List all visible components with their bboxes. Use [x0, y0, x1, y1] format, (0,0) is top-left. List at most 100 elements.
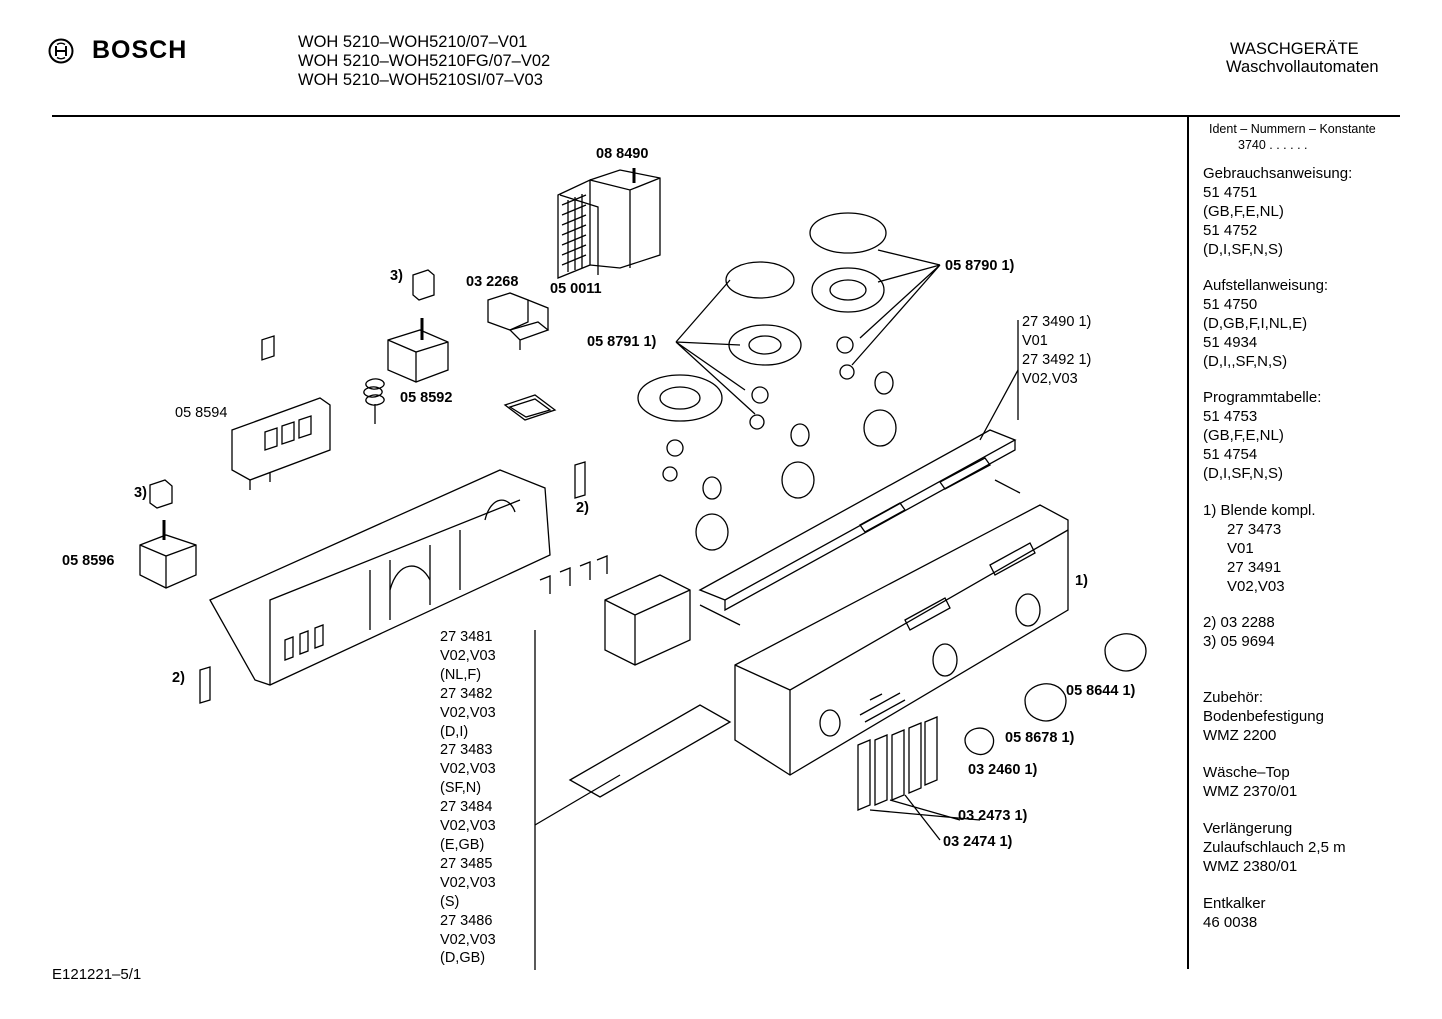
- section-title: Aufstellanweisung:: [1203, 277, 1329, 294]
- ref-note-panel: 1): [1075, 573, 1088, 589]
- section-line: WMZ 2200: [1203, 727, 1277, 744]
- variant-line: V02,V03: [440, 704, 496, 721]
- variant-line: 27 3484: [440, 799, 493, 816]
- variant-line: 27 3485: [440, 855, 493, 872]
- model-line: WOH 5210–WOH5210SI/07–V03: [298, 71, 543, 89]
- section-line: WMZ 2380/01: [1203, 858, 1298, 875]
- ref-note-clip: 2): [576, 500, 589, 516]
- foil-variant-list: 27 3481 V02,V03 (NL,F) 27 3482 V02,V03 (…: [440, 628, 496, 968]
- part-number-knob-cap-top: 05 8790 1): [945, 258, 1015, 274]
- part-number-rotary: 05 8596: [62, 553, 115, 569]
- sidebar-section-descaler: Entkalker 46 0038: [1203, 894, 1266, 932]
- brand-name: BOSCH: [92, 36, 188, 64]
- section-line: Zulaufschlauch 2,5 m: [1203, 839, 1346, 856]
- section-line: 27 3473: [1227, 521, 1282, 538]
- ref-note-cap: 3): [134, 485, 147, 501]
- clip-drawing: [199, 461, 586, 704]
- section-title: Programmtabelle:: [1203, 389, 1322, 406]
- section-line: 51 4754: [1203, 446, 1258, 463]
- variant-line: V02,V03: [1022, 370, 1078, 387]
- foil-sheet-drawing: [568, 704, 732, 798]
- program-timer-drawing: [557, 168, 661, 279]
- section-line: 3) 05 9694: [1203, 633, 1275, 650]
- variant-line: (NL,F): [440, 666, 482, 683]
- section-line: (GB,F,E,NL): [1203, 427, 1284, 444]
- part-number-connector: 03 2268: [466, 274, 519, 290]
- section-line: (D,I,SF,N,S): [1203, 241, 1284, 258]
- rotary-switch-drawing: [139, 479, 197, 589]
- bosch-armature-icon: [48, 38, 74, 63]
- model-list: WOH 5210–WOH5210/07–V01 WOH 5210–WOH5210…: [298, 33, 550, 90]
- variant-line: 27 3490 1): [1022, 314, 1092, 330]
- section-title: Entkalker: [1203, 895, 1266, 912]
- sidebar-section-extension: Verlängerung Zulaufschlauch 2,5 m WMZ 23…: [1203, 819, 1346, 876]
- category-subtitle: Waschvollautomaten: [1226, 58, 1379, 76]
- section-line: (GB,F,E,NL): [1203, 203, 1284, 220]
- section-line: 51 4750: [1203, 296, 1258, 313]
- knob-cap-drawing: [412, 269, 435, 301]
- variant-line: V01: [1022, 332, 1048, 349]
- ref-note-cap: 3): [390, 268, 403, 284]
- section-line: 46 0038: [1203, 914, 1258, 931]
- ident-value: 3740 . . . . . .: [1238, 138, 1308, 152]
- part-number-knob-cap-left: 05 8791 1): [587, 334, 657, 350]
- variant-line: V02,V03: [440, 761, 496, 778]
- part-number-timer: 08 8490: [596, 146, 649, 162]
- sidebar-section-top: Wäsche–Top WMZ 2370/01: [1203, 763, 1297, 801]
- model-line: WOH 5210–WOH5210FG/07–V02: [298, 52, 551, 70]
- section-line: Bodenbefestigung: [1203, 708, 1324, 725]
- panel-variant-list: 27 3490 1) V01 27 3492 1) V02,V03: [1022, 313, 1091, 389]
- section-line: 51 4751: [1203, 184, 1258, 201]
- sidebar-divider: [1187, 117, 1189, 969]
- variant-line: 27 3486: [440, 912, 493, 929]
- category-title: WASCHGERÄTE: [1230, 40, 1359, 58]
- section-title: Zubehör:: [1203, 689, 1264, 706]
- part-number-contact-block: 05 0011: [550, 281, 602, 297]
- category-block: WASCHGERÄTE Waschvollautomaten: [1226, 40, 1379, 76]
- section-title: 1) Blende kompl.: [1203, 502, 1316, 519]
- section-line: 51 4752: [1203, 222, 1258, 239]
- selector-switch-drawing: [363, 318, 449, 424]
- control-panel-drawing: [734, 504, 1069, 776]
- section-line: V01: [1227, 540, 1254, 557]
- section-title: Verlängerung: [1203, 820, 1293, 837]
- button-switch-drawing: [604, 574, 691, 666]
- section-title: Gebrauchsanweisung:: [1203, 165, 1353, 182]
- knob-drawing: [1104, 633, 1147, 672]
- sidebar-section-program: Programmtabelle: 51 4753 (GB,F,E,NL) 51 …: [1203, 388, 1321, 483]
- bosch-logo: BOSCH: [48, 36, 187, 65]
- part-number-knob-3: 03 2460 1): [968, 762, 1038, 778]
- section-title: Wäsche–Top: [1203, 764, 1290, 781]
- document-code: E121221–5/1: [52, 966, 142, 983]
- leader-lines: [534, 774, 621, 826]
- leader-lines: [851, 249, 941, 366]
- part-number-button-2: 03 2474 1): [943, 834, 1013, 850]
- part-number-selector: 05 8592: [400, 390, 453, 406]
- control-frame-drawing: [209, 394, 557, 686]
- circuit-board-drawing: [231, 335, 331, 490]
- part-number-knob-1: 05 8644 1): [1066, 683, 1136, 699]
- sidebar-section-accessories: Zubehör: Bodenbefestigung WMZ 2200: [1203, 688, 1324, 745]
- leader-lines: [979, 369, 1019, 441]
- variant-line: V02,V03: [440, 931, 496, 948]
- variant-line: 27 3482: [440, 685, 493, 702]
- variant-line: 27 3483: [440, 742, 493, 759]
- sidebar-section-panel: 1) Blende kompl. 27 3473 V01 27 3491 V02…: [1203, 501, 1316, 596]
- header-divider: [52, 115, 1400, 117]
- leader-lines: [675, 279, 756, 415]
- connector-drawing: [487, 292, 550, 350]
- section-line: WMZ 2370/01: [1203, 783, 1298, 800]
- model-line: WOH 5210–WOH5210/07–V01: [298, 33, 528, 51]
- knob-drawing: [1024, 683, 1067, 722]
- knob-discs-drawing: [637, 212, 897, 551]
- variant-line: (D,I): [440, 723, 469, 740]
- variant-line: V02,V03: [440, 818, 496, 835]
- section-line: 51 4934: [1203, 334, 1258, 351]
- part-number-pcb: 05 8594: [175, 405, 228, 421]
- variant-line: (SF,N): [440, 780, 482, 797]
- sidebar-section-usage: Gebrauchsanweisung: 51 4751 (GB,F,E,NL) …: [1203, 164, 1352, 259]
- variant-line: 27 3492 1): [1022, 351, 1092, 368]
- section-line: 51 4753: [1203, 408, 1258, 425]
- display-panel-drawing: [698, 429, 1021, 626]
